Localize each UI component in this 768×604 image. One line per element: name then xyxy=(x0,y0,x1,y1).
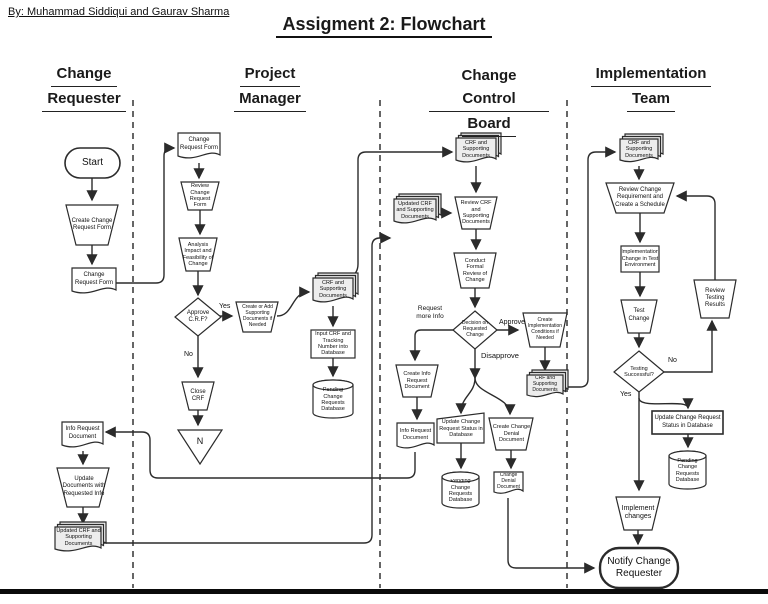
n-terminal-shape xyxy=(176,429,224,466)
implement-changes-shape xyxy=(615,496,661,531)
crf-supp-ccb-top-shape xyxy=(455,132,502,163)
pending-db-ccb-shape xyxy=(441,471,480,509)
formal-review-shape xyxy=(453,252,497,289)
lane-dividers xyxy=(132,100,568,588)
create-crf-shape xyxy=(65,204,119,246)
node-info-req-doc-cr-label: Info Request Document xyxy=(65,426,100,440)
update-status-ccb-shape xyxy=(436,412,485,444)
create-add-docs-shape xyxy=(235,301,279,333)
node-create-denial-label: Create Change Denial Document xyxy=(492,424,531,444)
crf-supp-pm-shape xyxy=(312,272,359,303)
node-review-change-req-label: Review Change Requirement and Create a S… xyxy=(615,187,665,208)
node-create-crf-label: Create Change Request Form xyxy=(71,217,113,231)
node-info-req-doc-ccb-label: Info Request Document xyxy=(399,428,432,441)
review-docs-shape xyxy=(454,196,498,230)
node-denial-doc-label: Change Denial Document xyxy=(497,473,520,490)
node-crf-supp-ccb-top-label: CRF and Supporting Documents xyxy=(462,139,490,159)
node-crf-doc-label: Change Request Form xyxy=(74,272,113,286)
crf-doc-shape xyxy=(71,267,117,294)
node-pending-db-it-label: Pending Change Requests Database xyxy=(675,458,700,483)
node-crf-supp-pm-label: CRF and Supporting Documents xyxy=(319,279,347,299)
lane-header-change-control-board: Change Control Board xyxy=(429,64,549,137)
create-info-req-shape xyxy=(395,364,439,398)
node-update-status-ccb-label: Update Change Request Status in Database xyxy=(439,419,483,439)
updated-docs-ccb-shape xyxy=(393,193,442,224)
notify-shape xyxy=(598,546,680,590)
edge-label-approve: Approve xyxy=(499,319,526,326)
info-req-doc-cr-shape xyxy=(61,421,104,448)
update-status-it-shape xyxy=(651,410,724,435)
node-crf-supp-ccb-bottom-label: CRF and Supporting Documents xyxy=(532,376,558,393)
byline: By: Muhammad Siddiqui and Gaurav Sharma xyxy=(8,6,230,18)
node-impl-test-env-label: Implementation Change in Test Environmen… xyxy=(622,249,658,269)
node-pending-db-ccb-label: Pending Change Requests Database xyxy=(448,479,473,503)
node-review-docs-label: Review CRF and Supporting Documents xyxy=(460,200,492,226)
crf-supp-ccb-bottom-shape xyxy=(526,369,569,398)
update-docs-shape xyxy=(56,467,110,508)
node-update-docs-label: Update Documents with Requested Info xyxy=(62,476,106,497)
node-analysis-label: Analysis Impact and Feasibility of Chang… xyxy=(182,241,214,267)
node-create-impl-cond-label: Create Implementation Conditions if Need… xyxy=(527,317,563,341)
connectors xyxy=(77,142,718,574)
edge-label-no-testing: No xyxy=(668,357,677,364)
info-req-doc-ccb-shape xyxy=(396,422,435,449)
node-testing-decision-label: Testing Successful? xyxy=(624,365,654,378)
node-close-crf-label: Close CRF xyxy=(190,388,206,402)
edge-label-yes-testing: Yes xyxy=(620,391,632,398)
review-change-req-shape xyxy=(605,182,675,214)
node-formal-review-label: Conduct Formal Review of Change xyxy=(462,257,488,283)
node-create-add-docs-label: Create or Add Supporting Documents if Ne… xyxy=(242,304,273,328)
test-change-shape xyxy=(620,299,658,334)
start-shape xyxy=(64,147,121,179)
node-start-label: Start xyxy=(81,157,104,169)
node-crf-supp-it-label: CRF and Supporting Documents xyxy=(625,140,653,159)
analysis-shape xyxy=(178,237,218,272)
node-notify-label: Notify Change Requester xyxy=(607,556,671,579)
crf-doc-pm-shape xyxy=(177,132,221,159)
crf-supp-it-shape xyxy=(619,133,664,163)
decision-change-shape xyxy=(452,310,498,350)
review-testing-shape xyxy=(693,279,737,319)
input-crf-db-shape xyxy=(310,329,356,359)
pending-db-it-shape xyxy=(668,450,707,490)
node-decision-change-label: Decision on Requested Change xyxy=(461,320,489,338)
node-test-change-label: Test Change xyxy=(628,308,650,322)
node-implement-changes-label: Implement changes xyxy=(621,504,655,520)
lane-header-project-manager: Project Manager xyxy=(210,62,330,112)
lane-header-change-requester: Change Requester xyxy=(24,62,144,112)
node-pending-db-pm-label: Pending Change Requests Database xyxy=(321,387,345,413)
node-update-status-it-label: Update Change Request Status in Database xyxy=(654,415,721,429)
page-title: Assigment 2: Flowchart xyxy=(0,14,768,38)
node-updated-docs-cr-label: Updated CRF and Supporting Documents xyxy=(56,527,101,547)
pending-db-pm-shape xyxy=(312,379,354,419)
create-impl-cond-shape xyxy=(522,312,568,348)
edge-label-no-pm: No xyxy=(184,351,193,358)
review-form-shape xyxy=(180,181,220,211)
node-review-form-label: Review Change Request Form xyxy=(189,183,211,209)
node-create-info-req-label: Create Info Request Document xyxy=(403,371,431,391)
create-denial-shape xyxy=(488,417,534,451)
impl-test-env-shape xyxy=(620,245,660,273)
edge-label-request-more-info: Request more Info xyxy=(416,305,444,320)
lane-header-implementation-team: Implementation Team xyxy=(590,62,712,112)
denial-doc-shape xyxy=(493,471,524,494)
node-crf-doc-pm-label: Change Request Form xyxy=(180,137,218,151)
node-n-terminal-label: N xyxy=(196,435,204,446)
approve-decision-shape xyxy=(174,297,222,337)
close-crf-shape xyxy=(181,381,215,411)
updated-docs-cr-shape xyxy=(54,521,107,552)
node-updated-docs-ccb-label: Updated CRF and Supporting Documents xyxy=(396,200,434,220)
node-review-testing-label: Review Testing Results xyxy=(704,287,725,309)
node-input-crf-db-label: Input CRF and Tracking Number into Datab… xyxy=(315,331,351,357)
testing-decision-shape xyxy=(613,350,665,393)
edge-label-yes-pm: Yes xyxy=(219,303,231,310)
bottom-border-bar xyxy=(0,589,768,594)
node-approve-decision-label: Approve C.R.F? xyxy=(186,309,210,323)
edge-label-disapprove: Disapprove xyxy=(481,351,519,360)
